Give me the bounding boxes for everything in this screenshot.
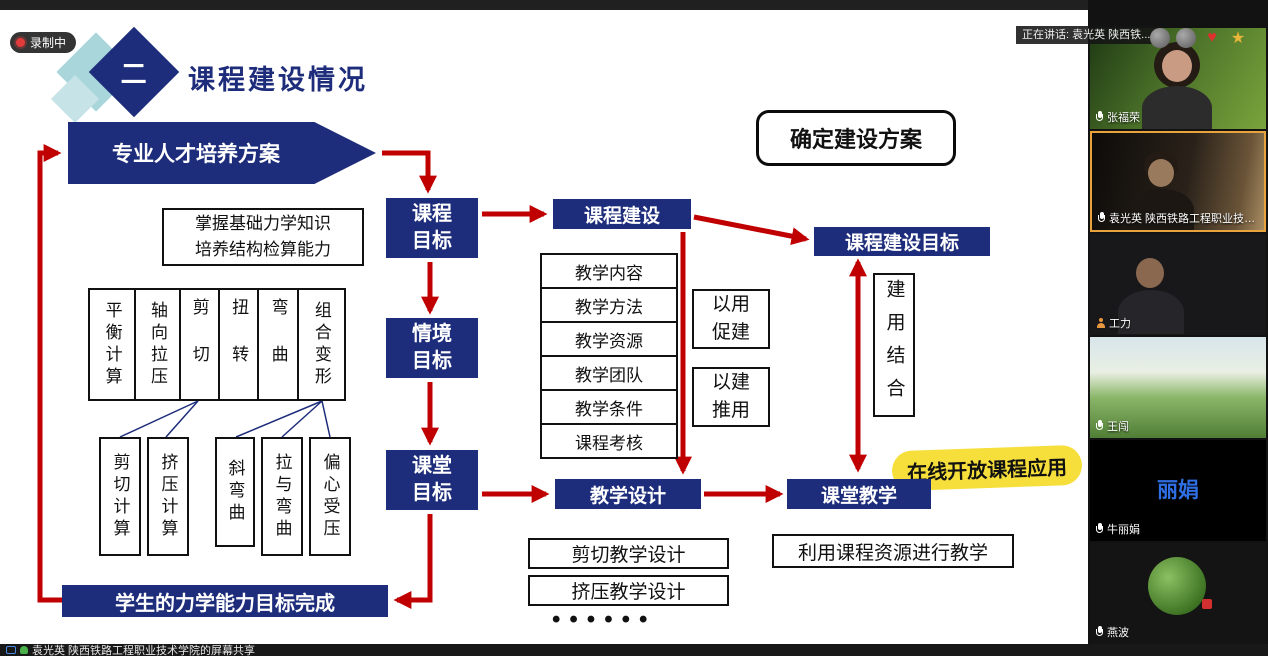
build-item: 教学资源	[540, 321, 678, 357]
participant-name-label: 牛丽娟	[1095, 521, 1140, 537]
shear-design-box: 剪切教学设计	[528, 538, 729, 569]
build-item: 课程考核	[540, 423, 678, 459]
participant-name-label: 袁光英 陕西铁路工程职业技术学院	[1097, 210, 1263, 226]
mic-icon	[1095, 625, 1104, 639]
build-item-list: 教学内容 教学方法 教学资源 教学团队 教学条件 课程考核	[540, 253, 678, 459]
participant-tile[interactable]: 燕波	[1090, 543, 1266, 644]
participant-name-label: 张福荣	[1095, 109, 1140, 125]
participant-display-name: 丽娟	[1157, 479, 1199, 502]
person-icon	[1095, 317, 1106, 329]
mechanics-column: 平衡计算	[102, 300, 122, 389]
participant-name-label: 燕波	[1095, 624, 1129, 640]
participant-name-label: 王闯	[1095, 418, 1129, 434]
plant-avatar	[1148, 557, 1206, 615]
knowledge-goal-box: 掌握基础力学知识 培养结构检算能力	[162, 208, 364, 266]
shared-slide: 二 课程建设情况 确定建设方案 专业人才培养方案 掌握基础力学知识 培养结构检算…	[0, 10, 1088, 644]
participant-video	[1090, 543, 1266, 644]
recording-dot-icon	[16, 38, 25, 47]
build-item: 教学条件	[540, 389, 678, 425]
build-goal-box: 课程建设目标	[814, 227, 990, 256]
bearing-design-box: 挤压教学设计	[528, 575, 729, 606]
reaction-celebrate-icon: ★	[1230, 30, 1246, 47]
mic-icon	[1095, 110, 1104, 124]
calc-box-tension-bending: 拉与弯曲	[261, 437, 303, 556]
reaction-handshake-icon	[1176, 28, 1196, 48]
mechanics-column: 扭转	[217, 290, 257, 399]
class-goal-box: 课堂目标	[386, 450, 478, 510]
use-promote-box: 以用促建	[692, 289, 770, 349]
build-push-box: 以建推用	[692, 367, 770, 427]
participant-video	[1090, 337, 1266, 438]
participant-tile[interactable]: 王闯	[1090, 337, 1266, 438]
red-badge-icon	[1202, 599, 1212, 609]
recording-badge[interactable]: 录制中	[10, 32, 77, 53]
section-number: 二	[120, 58, 148, 89]
mechanics-column: 轴向拉压	[134, 290, 178, 399]
participant-video	[1090, 234, 1266, 335]
confirm-plan-box: 确定建设方案	[756, 110, 956, 166]
calc-box-oblique: 斜弯曲	[215, 437, 255, 547]
sharer-person-icon	[20, 646, 28, 654]
course-build-box: 课程建设	[553, 199, 691, 229]
monitor-icon	[6, 646, 16, 654]
share-bar-label: 袁光英 陕西铁路工程职业技术学院的屏幕共享	[32, 645, 256, 656]
calc-box-shear: 剪切计算	[99, 437, 141, 556]
mechanics-column: 组合变形	[296, 290, 344, 399]
reaction-clap-icon	[1150, 28, 1170, 48]
situation-goal-box: 情境目标	[386, 318, 478, 378]
section-logo: 二	[50, 26, 190, 126]
calc-box-eccentric: 偏心受压	[309, 437, 351, 556]
participant-tile-speaking[interactable]: 袁光英 陕西铁路工程职业技术学院	[1090, 131, 1266, 232]
ellipsis-dots: ••••••	[552, 606, 657, 633]
window-top-strip	[0, 0, 1088, 10]
class-teach-box: 课堂教学	[787, 479, 931, 509]
mechanics-table: 平衡计算 轴向拉压 剪切 扭转 弯曲 组合变形	[88, 288, 346, 401]
combine-box: 建用结合	[873, 273, 915, 417]
use-resource-box: 利用课程资源进行教学	[772, 534, 1014, 568]
reaction-heart-icon: ♥	[1207, 29, 1217, 46]
recording-label: 录制中	[30, 36, 67, 50]
student-goal-banner: 学生的力学能力目标完成	[62, 585, 388, 617]
mechanics-column: 弯曲	[257, 290, 296, 399]
build-item: 教学团队	[540, 355, 678, 391]
talent-plan-banner: 专业人才培养方案	[68, 122, 376, 184]
slide-title: 课程建设情况	[188, 65, 368, 95]
participant-video	[1092, 133, 1264, 230]
participant-tile[interactable]: 工力	[1090, 234, 1266, 335]
participant-name-label: 工力	[1095, 315, 1131, 331]
teach-design-box: 教学设计	[555, 479, 701, 509]
build-item: 教学方法	[540, 287, 678, 323]
participants-sidebar: 张福荣 袁光英 陕西铁路工程职业技术学院 工力	[1088, 0, 1268, 656]
calc-box-bearing: 挤压计算	[147, 437, 189, 556]
screen-share-bar: 袁光英 陕西铁路工程职业技术学院的屏幕共享	[0, 644, 1268, 656]
participant-video: 丽娟	[1090, 440, 1266, 541]
participant-tile[interactable]: 丽娟 牛丽娟	[1090, 440, 1266, 541]
build-item: 教学内容	[540, 253, 678, 289]
mic-icon	[1095, 522, 1104, 536]
mic-icon	[1095, 419, 1104, 433]
speaking-banner: 正在讲话: 袁光英 陕西铁...	[1016, 26, 1158, 44]
course-goal-box: 课程目标	[386, 198, 478, 258]
reaction-bar: ♥ ★	[1150, 28, 1248, 48]
mechanics-column: 剪切	[178, 290, 218, 399]
mic-icon	[1097, 211, 1106, 225]
